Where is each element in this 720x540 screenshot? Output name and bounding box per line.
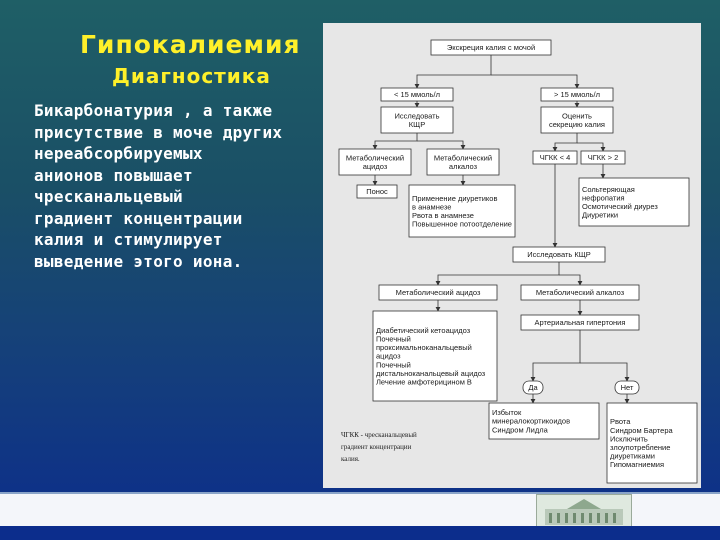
flow-node-label: Метаболический ацидоз — [396, 288, 481, 297]
flow-arrow — [530, 330, 581, 382]
text-line: градиент концентрации — [34, 208, 243, 228]
flow-node-label: Понос — [366, 187, 388, 196]
flow-node: Да — [522, 380, 544, 395]
flow-node-label: Рвота в анамнезе — [412, 211, 474, 220]
flow-arrow — [559, 274, 583, 286]
flow-node-label: проксимальноканальцевый — [376, 343, 472, 352]
flow-node-label: Да — [528, 383, 538, 392]
flow-arrow — [372, 133, 418, 150]
flow-node-label: Почечный — [376, 335, 411, 344]
flow-node-label: Экскреция калия с мочой — [447, 43, 535, 52]
flow-node-label: нефропатия — [582, 193, 625, 202]
flowchart-svg: Экскреция калия с мочой < 15 ммоль/л > 15 … — [338, 39, 698, 484]
flow-node-label: Исключить — [610, 434, 648, 443]
flow-node-label: Синдром Бартера — [610, 426, 673, 435]
slide-title: Гипокалиемия — [80, 30, 301, 59]
flow-node-label: ацидоз — [363, 162, 388, 171]
text-line: анионов повышает — [34, 165, 193, 185]
flow-node-label: Нет — [621, 383, 634, 392]
footnote-line: калия. — [341, 455, 360, 463]
flow-node-label: Артериальная гипертония — [535, 318, 626, 327]
flow-node-label: Диуретики — [582, 211, 618, 220]
text-line: калия и стимулирует — [34, 230, 223, 249]
flow-node-label: Диабетический кетоацидоз — [376, 326, 471, 335]
text-line: Бикарбонатурия , а также — [34, 101, 273, 120]
flow-node: ЧГКК > 2 — [580, 150, 626, 165]
text-line: нереабсорбируемых — [34, 144, 203, 163]
flow-node-label: Исследовать КЩР — [527, 250, 591, 259]
flow-node-label: ЧГКК < 4 — [540, 153, 571, 162]
flow-arrow — [577, 142, 606, 152]
flow-node-label: ацидоз — [376, 352, 401, 361]
flow-node: Исследовать КЩР — [512, 246, 606, 263]
flow-node-label: Метаболический алкалоз — [536, 288, 625, 297]
flow-node-label: Синдром Лидла — [492, 425, 549, 434]
text-line: чресканальцевый — [34, 187, 183, 206]
flow-node-label: Повышенное потоотделение — [412, 220, 512, 229]
flow-node: Метаболический ацидоз — [378, 284, 498, 301]
flow-node-label: Исследовать — [394, 111, 439, 120]
flow-node: < 15 ммоль/л — [380, 87, 454, 102]
flow-node-label: Гипомагниемия — [610, 460, 664, 469]
slide-subtitle: Диагностика — [112, 64, 271, 88]
flow-node: Диабетический кетоацидозПочечныйпроксима… — [372, 310, 498, 402]
text-line: выведение этого иона. — [34, 251, 243, 271]
flow-node-label: секрецию калия — [549, 120, 605, 129]
flow-node: Нет — [614, 380, 640, 395]
flow-node-label: < 15 ммоль/л — [394, 90, 440, 99]
flow-node: Артериальная гипертония — [520, 314, 640, 331]
flow-node: Экскреция калия с мочой — [430, 39, 552, 56]
flow-node-label: минералокортикоидов — [492, 417, 570, 426]
flow-node-label: Сольтеряющая — [582, 185, 635, 194]
flow-node-label: Оценить — [562, 111, 592, 120]
flow-arrow — [435, 262, 560, 286]
flow-node-label: Осмотический диурез — [582, 202, 658, 211]
flowchart-panel: Экскреция калия с мочой < 15 ммоль/л > 15 … — [323, 23, 701, 488]
flow-arrow — [580, 362, 630, 382]
flow-node: Метаболический алкалоз — [520, 284, 640, 301]
flow-node-label: > 15 ммоль/л — [554, 90, 600, 99]
flow-node-label: Почечный — [376, 360, 411, 369]
flow-node-label: в анамнезе — [412, 202, 451, 211]
text-line: присутствие в моче других — [34, 122, 283, 142]
flow-node: > 15 ммоль/л — [540, 87, 614, 102]
flow-node-label: диуретиками — [610, 452, 655, 461]
building-logo — [536, 494, 632, 530]
footnote-line: ЧГКК - чресканальцевый — [341, 431, 417, 439]
flow-node-label: злоупотребление — [610, 443, 670, 452]
flow-arrow — [414, 55, 492, 89]
flow-arrow — [417, 140, 466, 150]
flow-node-label: дистальноканальцевый ацидоз — [376, 369, 486, 378]
flow-node: ЧГКК < 4 — [532, 150, 578, 165]
flow-arrow — [491, 74, 580, 89]
explanation-text: Бикарбонатурия , а также присутствие в м… — [34, 100, 324, 272]
flow-node-label: Избыток — [492, 408, 522, 417]
flow-node-label: ЧГКК > 2 — [588, 153, 619, 162]
flow-node-label: Рвота — [610, 417, 631, 426]
flow-arrow — [552, 133, 578, 152]
flow-node-label: Применение диуретиков — [412, 194, 497, 203]
flow-node-label: КЩР — [409, 120, 425, 129]
flow-node-label: Метаболический — [346, 153, 404, 162]
footnote-line: градиент концентрации — [341, 443, 412, 451]
flow-node: Понос — [356, 184, 398, 199]
flow-node-label: Лечение амфотерицином B — [376, 378, 472, 387]
flow-node-label: алкалоз — [449, 162, 478, 171]
flow-node-label: Метаболический — [434, 153, 492, 162]
bottom-stripe — [0, 526, 720, 540]
